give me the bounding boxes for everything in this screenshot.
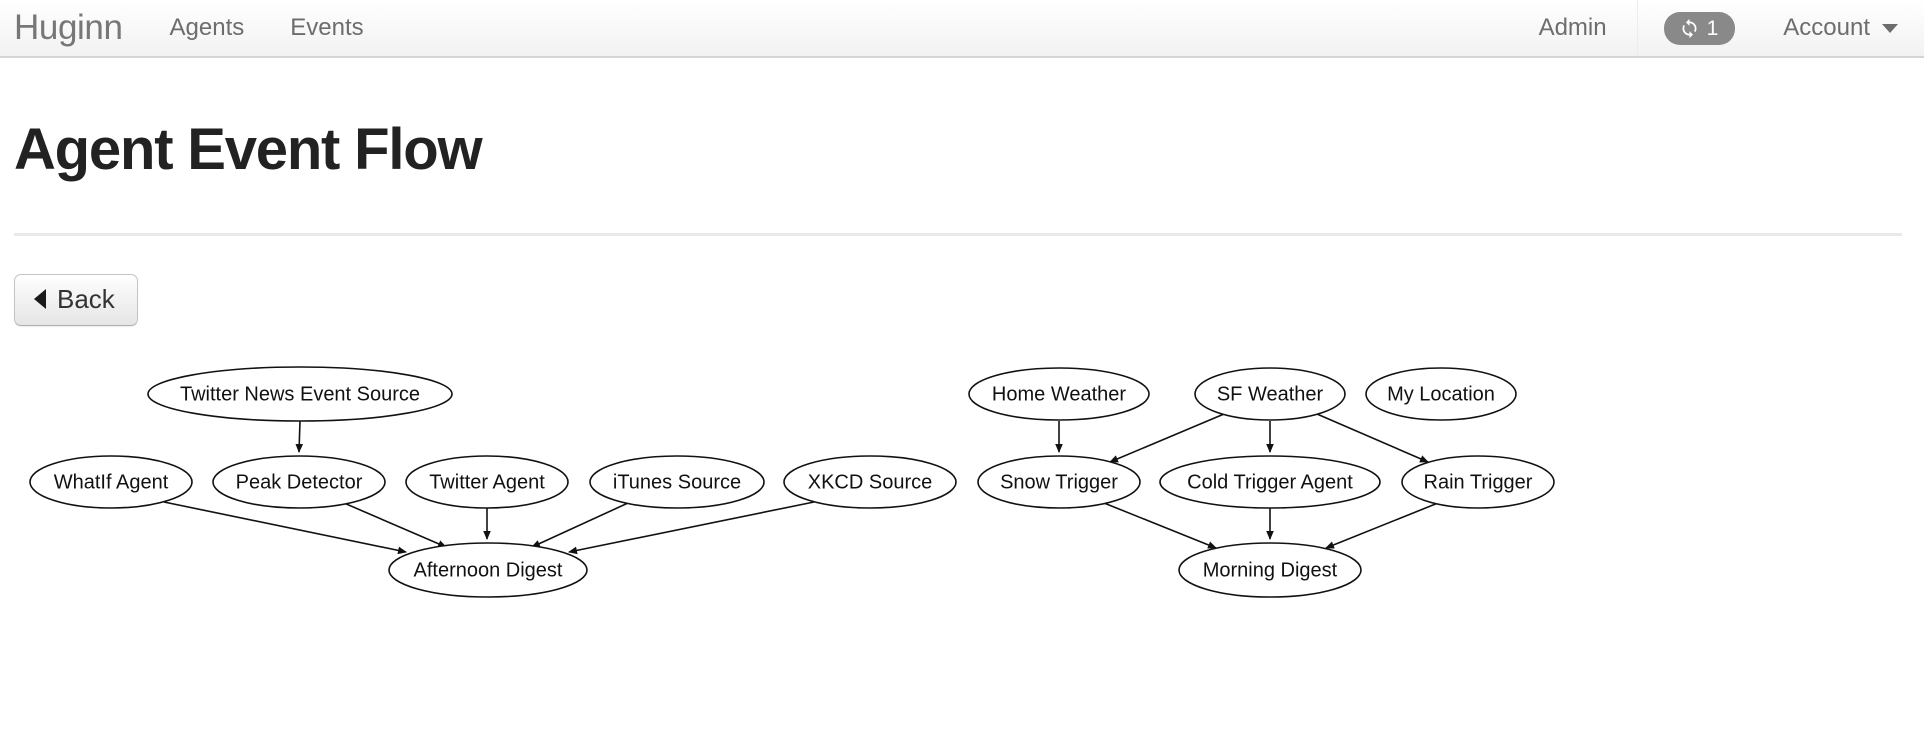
graph-node-peak_detector[interactable]: Peak Detector [212,455,386,509]
node-shape [388,542,588,598]
back-button-label: Back [57,283,115,314]
nav-item: Agents [147,0,268,56]
graph-edge [531,502,629,548]
back-button[interactable]: Back [14,273,138,326]
graph-node-morning_digest[interactable]: Morning Digest [1178,542,1362,598]
node-shape [968,367,1150,421]
node-label: Rain Trigger [1424,471,1533,493]
graph-edge [1316,413,1429,463]
graph-node-xkcd_source[interactable]: XKCD Source [783,455,957,509]
graph-edge [1109,413,1225,463]
worker-badge-count: 1 [1706,16,1719,40]
graph-edge [343,502,447,548]
graph-edge [1103,502,1217,549]
graph-node-home_weather[interactable]: Home Weather [968,367,1150,421]
node-shape [1365,367,1517,421]
navbar: Huginn Agents Events Admin 1 Account [0,0,1924,58]
node-label: Peak Detector [236,471,363,493]
graph-edge [568,501,815,555]
title-divider [14,232,1902,236]
node-label: Home Weather [992,383,1126,405]
graph-node-twitter_news_event_source[interactable]: Twitter News Event Source [147,366,453,422]
nav-link-agents[interactable]: Agents [169,14,245,41]
graph-node-snow_trigger[interactable]: Snow Trigger [977,455,1141,509]
refresh-icon [1679,18,1700,39]
graph-node-whatif_agent[interactable]: WhatIf Agent [29,455,193,509]
nav-link-account[interactable]: Account [1757,0,1924,56]
graph-node-afternoon_digest[interactable]: Afternoon Digest [388,542,588,598]
node-label: Twitter News Event Source [180,383,420,405]
graph-node-cold_trigger_agent[interactable]: Cold Trigger Agent [1159,455,1381,509]
node-label: My Location [1387,383,1495,405]
graph-node-itunes_source[interactable]: iTunes Source [589,455,765,509]
chevron-left-icon [34,288,46,309]
page-container: Agent Event Flow Back Twitter News Event… [0,117,1924,634]
node-shape [29,455,193,509]
node-label: SF Weather [1217,383,1324,405]
node-label: iTunes Source [613,471,741,493]
worker-badge[interactable]: 1 [1663,11,1736,45]
nav-link-admin[interactable]: Admin [1538,14,1607,41]
node-shape [147,366,453,422]
node-shape [977,455,1141,509]
graph-edge [163,501,407,554]
node-shape [405,455,569,509]
primary-nav: Agents Events [147,0,387,56]
node-shape [1159,455,1381,509]
node-label: Snow Trigger [1000,471,1118,493]
node-label: Morning Digest [1203,559,1338,581]
graph-node-my_location[interactable]: My Location [1365,367,1517,421]
secondary-nav: Admin 1 Account [1513,0,1924,56]
node-shape [783,455,957,509]
graph-edges [163,413,1439,555]
account-label: Account [1783,14,1870,41]
nav-divider [1636,0,1638,56]
graph-node-sf_weather[interactable]: SF Weather [1194,367,1346,421]
node-shape [1178,542,1362,598]
nav-item: Events [267,0,386,56]
graph-edge [1325,502,1439,549]
node-label: Cold Trigger Agent [1187,471,1353,493]
node-shape [1401,455,1555,509]
brand-logo[interactable]: Huginn [14,8,123,47]
nav-link-events[interactable]: Events [290,14,364,41]
node-shape [589,455,765,509]
node-label: WhatIf Agent [54,471,169,493]
worker-status[interactable]: 1 [1642,0,1758,56]
node-label: Afternoon Digest [414,559,563,581]
graph-node-rain_trigger[interactable]: Rain Trigger [1401,455,1555,509]
graph-edge [295,420,304,453]
node-shape [1194,367,1346,421]
chevron-down-icon [1882,23,1898,33]
node-label: XKCD Source [808,471,933,493]
node-label: Twitter Agent [429,471,545,493]
graph-node-twitter_agent[interactable]: Twitter Agent [405,455,569,509]
node-shape [212,455,386,509]
page-title: Agent Event Flow [14,117,483,182]
